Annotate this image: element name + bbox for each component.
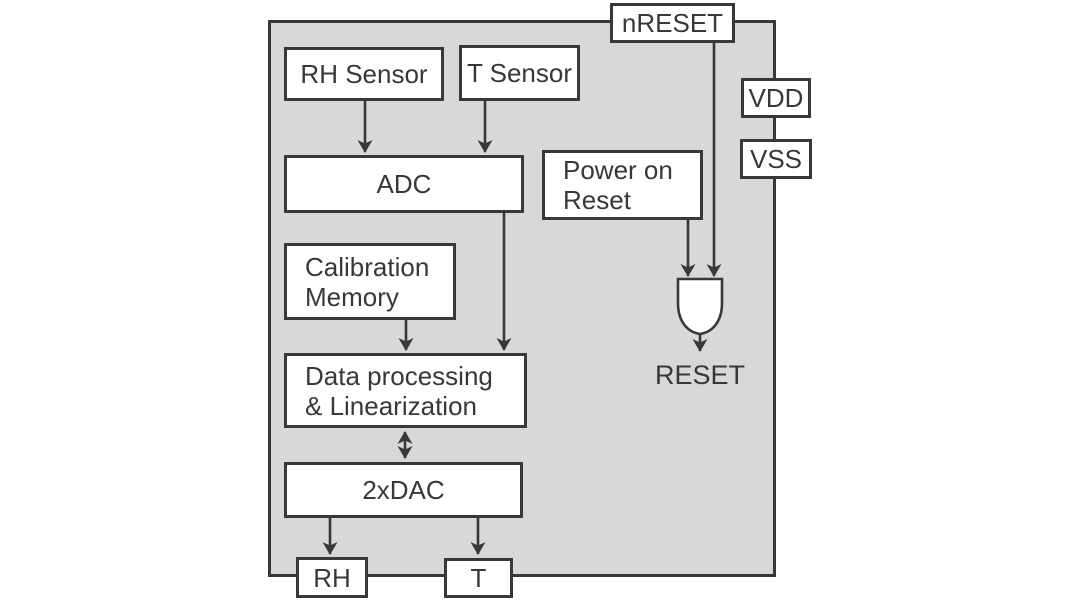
pin-vdd-label: VDD [748,83,804,113]
reset-annotation: RESET [654,360,746,390]
pin-rh-output-label: RH [313,562,351,593]
block-rh-sensor: RH Sensor [284,47,444,101]
pin-vdd: VDD [741,78,811,118]
pin-rh-output: RH [296,557,368,598]
block-power-on-reset-label: Power on Reset [563,155,673,215]
block-data-processing: Data processing & Linearization [284,353,527,428]
block-calibration-memory-label: Calibration Memory [305,251,430,312]
pin-t-output: T [444,558,513,598]
reset-gate-icon [676,277,724,336]
pin-t-output-label: T [470,563,487,593]
block-dac: 2xDAC [284,462,523,518]
block-power-on-reset: Power on Reset [542,150,703,220]
pin-vss: VSS [740,139,812,179]
block-adc-label: ADC [376,169,432,199]
block-rh-sensor-label: RH Sensor [300,59,428,89]
block-adc: ADC [284,155,524,213]
block-data-processing-label: Data processing & Linearization [305,360,493,421]
block-dac-label: 2xDAC [362,475,445,505]
pin-nreset-label: nRESET [621,8,724,38]
block-calibration-memory: Calibration Memory [284,243,456,320]
pin-vss-label: VSS [749,144,803,174]
block-t-sensor: T Sensor [459,45,580,101]
block-t-sensor-label: T Sensor [466,58,572,88]
pin-nreset: nRESET [610,3,735,43]
